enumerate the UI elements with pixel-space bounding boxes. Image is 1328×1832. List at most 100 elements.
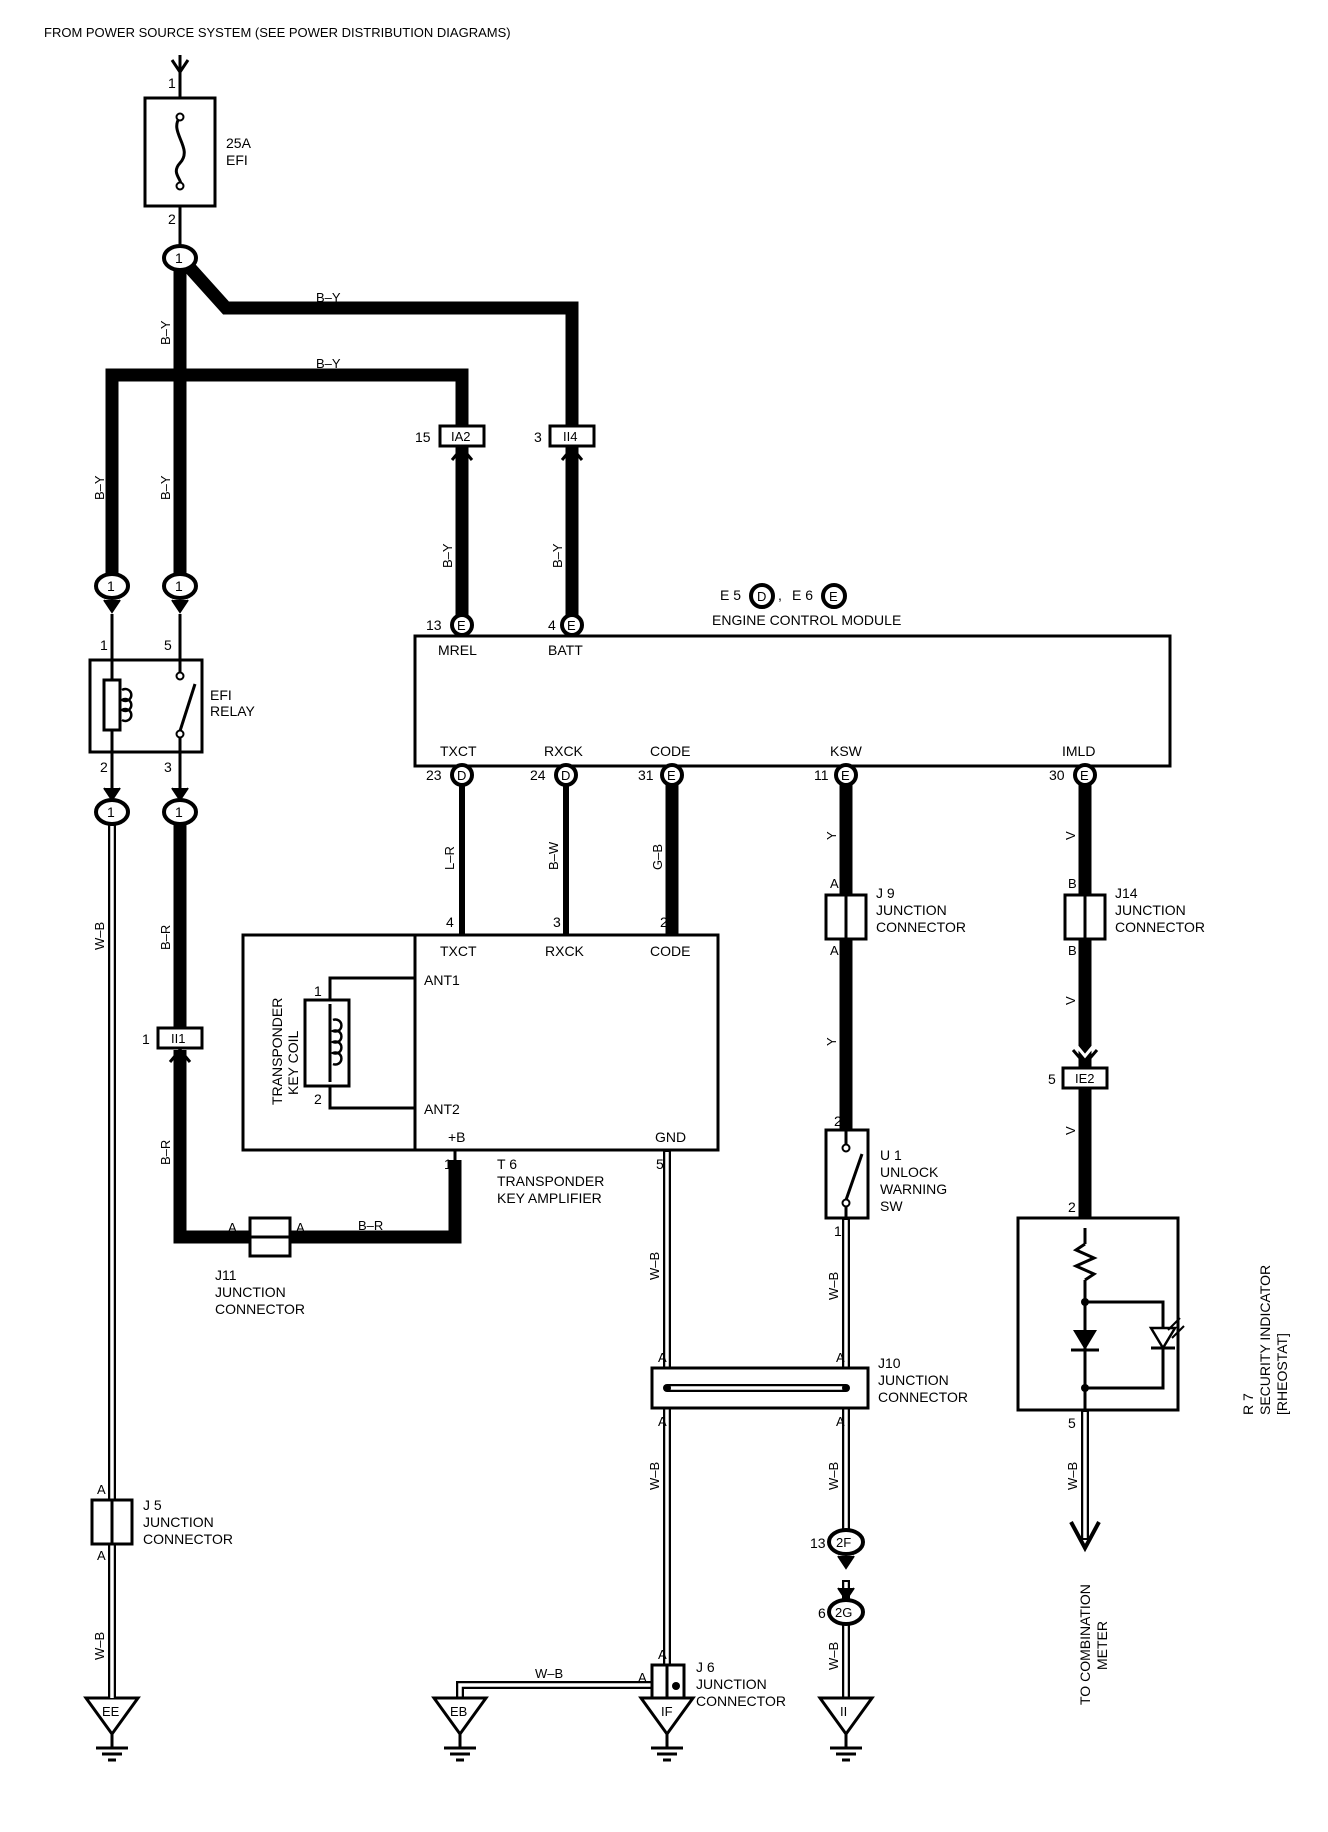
svg-text:1: 1 [107,578,115,594]
svg-text:13: 13 [426,617,442,633]
fuse-pin-in: 1 [168,75,176,91]
wire-label-y-2: Y [824,1037,839,1046]
svg-text:CONNECTOR: CONNECTOR [878,1389,968,1405]
svg-text:A: A [836,1414,845,1429]
svg-text:JUNCTION: JUNCTION [143,1514,214,1530]
svg-text:BATT: BATT [548,642,583,658]
svg-text:E: E [841,768,850,783]
ground-ee: EE [84,1668,140,1762]
svg-text:B: B [1068,943,1077,958]
connector-1-relay-out-right: 1 [162,787,198,826]
coil-icon [329,1018,343,1066]
sw-pin-1: 1 [834,1223,842,1239]
junction-j5: A A J 5 JUNCTION CONNECTOR [90,1482,233,1563]
svg-text:A: A [658,1647,667,1662]
svg-text:CONNECTOR: CONNECTOR [696,1693,786,1709]
amp-pin-5: 5 [656,1156,664,1172]
svg-text:1: 1 [314,983,322,999]
amp-label-ant2: ANT2 [424,1101,460,1117]
wire-by-main [105,262,579,625]
wire-label-by-1: B–Y [316,290,341,305]
security-label-1: SECURITY INDICATOR [1257,1265,1273,1415]
sw-label-2: WARNING [880,1181,947,1197]
svg-text:IA2: IA2 [451,429,471,444]
svg-text:TXCT: TXCT [440,743,477,759]
amp-pin-3: 3 [553,914,561,930]
svg-text:6: 6 [818,1605,826,1621]
svg-text:E: E [1080,768,1089,783]
connector-2f: 2F 13 [810,1528,865,1570]
svg-text:3: 3 [534,429,542,445]
svg-text:A: A [228,1220,237,1235]
svg-text:J 9: J 9 [876,885,895,901]
connector-1-relay-out-left: 1 [94,787,130,826]
switch-icon [841,1130,864,1218]
svg-text:A: A [97,1482,106,1497]
wire-label-wb-9: W–B [1065,1462,1080,1490]
ground-if: IF [639,1696,695,1762]
svg-text:CONNECTOR: CONNECTOR [1115,919,1205,935]
connector-ii1: II1 1 [142,1026,204,1063]
svg-text:A: A [830,943,839,958]
svg-text:J14: J14 [1115,885,1138,901]
svg-text:J11: J11 [215,1267,237,1283]
svg-text:J 5: J 5 [143,1497,162,1513]
diode-icon [1071,1330,1099,1352]
svg-text:1: 1 [175,250,183,266]
junction-j10: A A A A J10 JUNCTION CONNECTOR [650,1350,968,1429]
ground-icon: EB [450,1704,467,1719]
svg-text:KSW: KSW [830,743,863,759]
wire-label-wb-1: W–B [92,922,107,950]
wire-label-br-3: B–R [358,1218,383,1233]
wire-wb-meter [1069,1410,1101,1553]
wire-label-wb-7: W–B [826,1642,841,1670]
svg-text:1: 1 [142,1031,150,1047]
svg-text:A: A [638,1670,647,1685]
wire-label-y-1: Y [824,831,839,840]
svg-text:E: E [567,618,576,633]
svg-text:IE2: IE2 [1075,1071,1095,1086]
svg-text:II4: II4 [563,429,577,444]
wire-label-wb-3: W–B [647,1252,662,1280]
svg-text:1: 1 [175,804,183,820]
junction-j14: B B J14 JUNCTION CONNECTOR [1063,876,1205,958]
wire-label-v-3: V [1063,1126,1078,1135]
svg-text:A: A [836,1350,845,1365]
fuse-name: EFI [226,152,248,168]
svg-text:2F: 2F [836,1535,851,1550]
security-label-2: [RHEOSTAT] [1274,1333,1290,1415]
svg-text:E 5: E 5 [720,587,741,603]
amp-name-1: TRANSPONDER [497,1173,604,1189]
wire-label-by-7: B–Y [550,543,565,568]
transponder-key-coil: 1 2 [303,976,415,1110]
sw-label-1: UNLOCK [880,1164,939,1180]
svg-text:J 6: J 6 [696,1659,715,1675]
meter-arrow-icon [1069,1521,1101,1553]
svg-text:A: A [296,1220,305,1235]
relay-pin-5: 5 [164,637,172,653]
svg-text:CONNECTOR: CONNECTOR [876,919,966,935]
amp-label-gnd: GND [655,1129,686,1145]
connector-ie2: IE2 5 [1048,1043,1109,1090]
svg-text:E: E [457,618,466,633]
svg-text:15: 15 [415,429,431,445]
engine-control-module [413,634,1172,768]
svg-text:A: A [658,1414,667,1429]
wire-label-br-2: B–R [158,1140,173,1165]
junction-j11: A A J11 JUNCTION CONNECTOR [215,1216,305,1317]
wire-label-wb-2: W–B [92,1632,107,1660]
ecm-pin-rxck: RXCK D 24 [530,743,584,787]
security-id: R 7 [1240,1393,1256,1415]
wire-label-by-3: B–Y [158,320,173,345]
ground-icon: IF [661,1704,673,1719]
amp-pin-1: 1 [444,1156,452,1172]
relay-pin-3: 3 [164,759,172,775]
svg-text:E: E [667,768,676,783]
svg-text:A: A [830,876,839,891]
ecm-pin-mrel: E 13 MREL [426,613,477,658]
wire-label-by-6: B–Y [440,543,455,568]
svg-text:II1: II1 [171,1031,185,1046]
sw-pin-2: 2 [834,1113,842,1129]
relay-name-2: RELAY [210,703,256,719]
power-source-header: FROM POWER SOURCE SYSTEM (SEE POWER DIST… [44,25,511,40]
